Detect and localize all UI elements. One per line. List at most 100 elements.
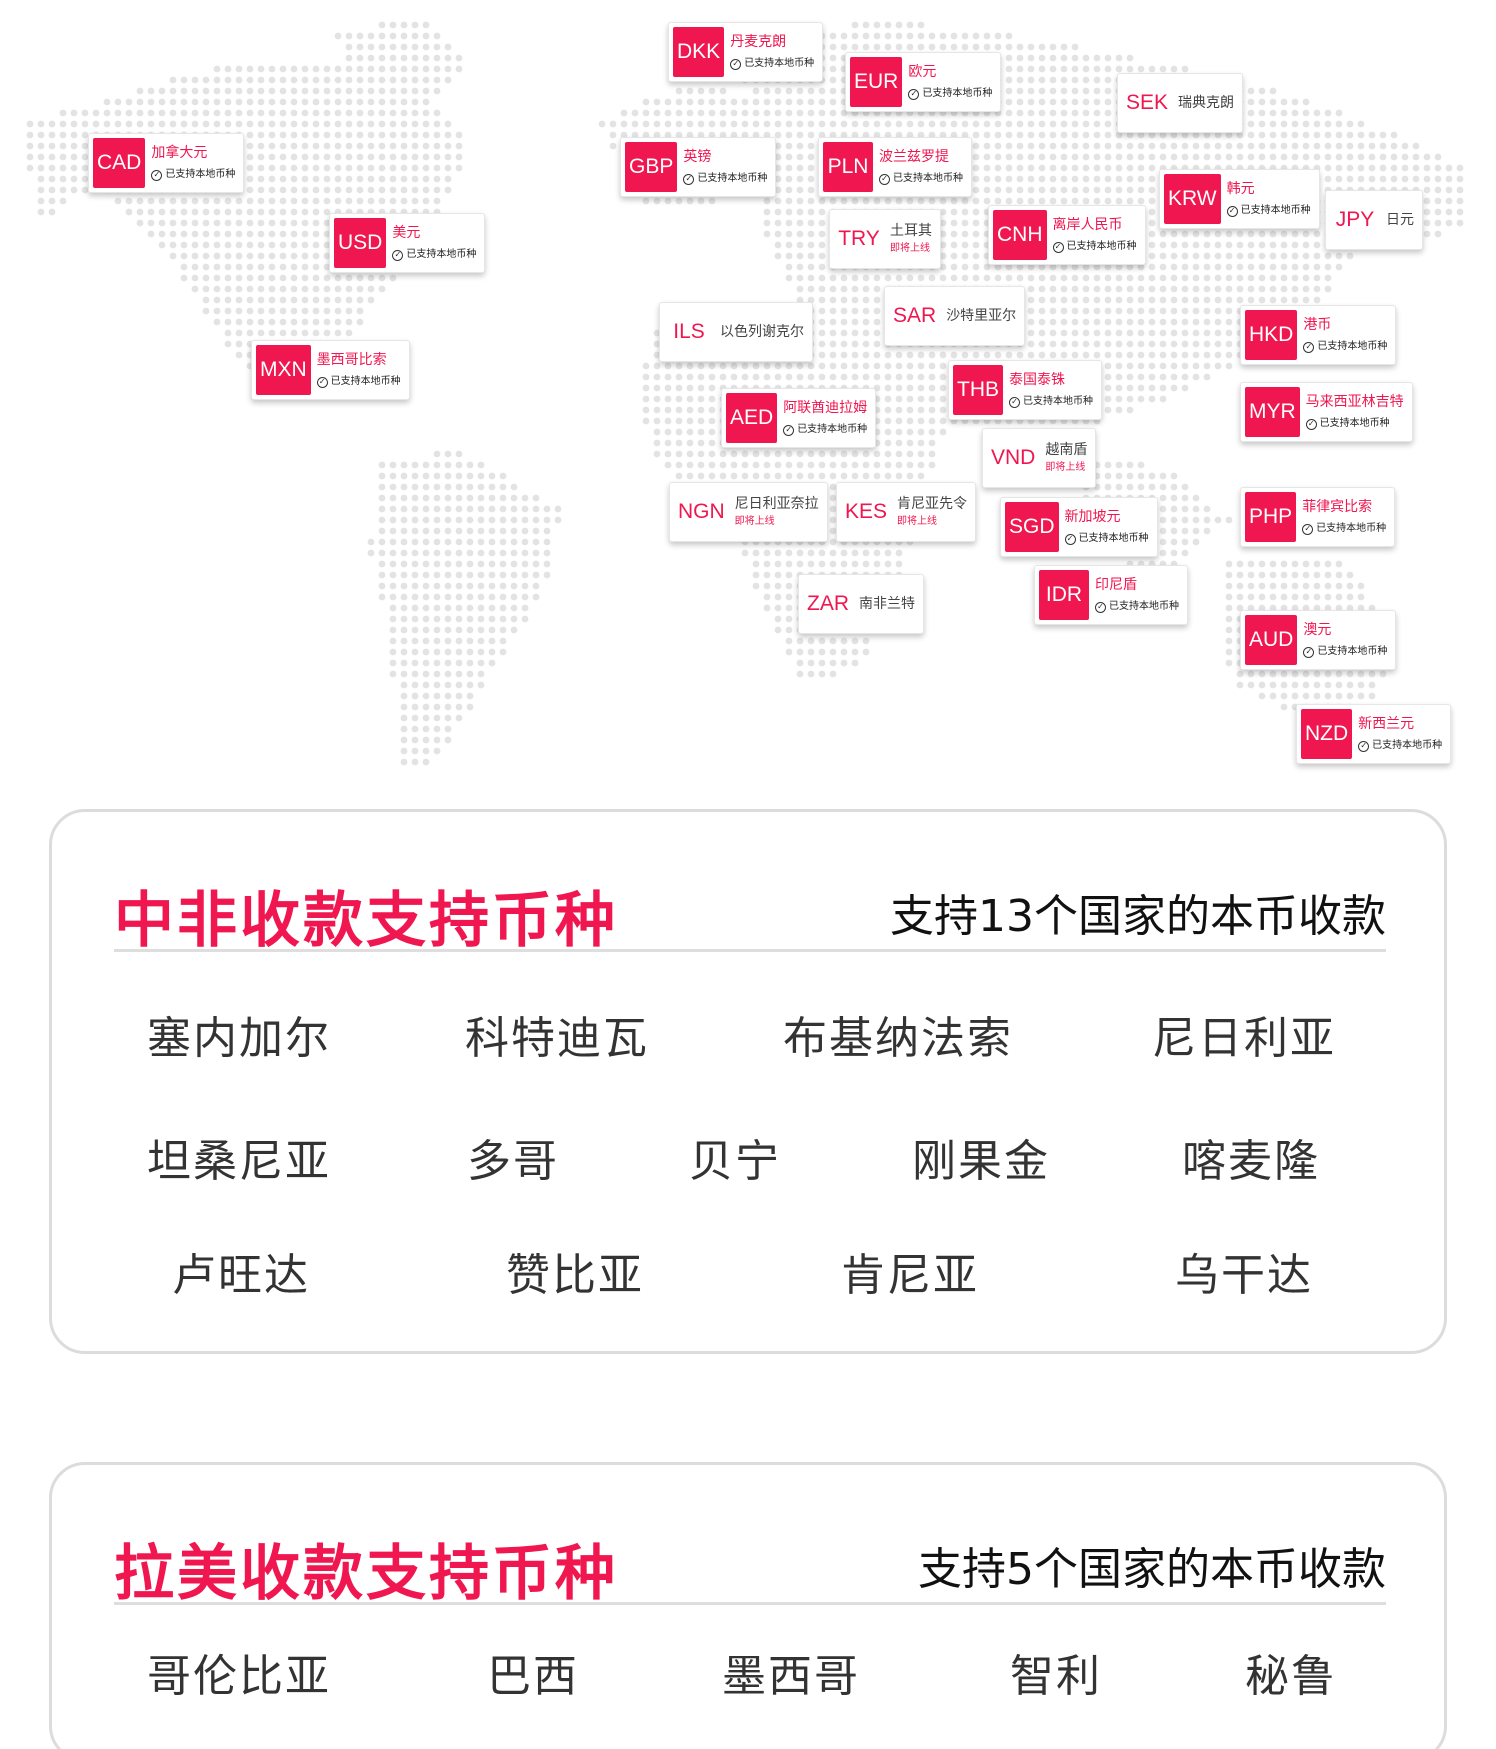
map-dot: [466, 560, 474, 568]
map-dot: [1170, 131, 1178, 139]
map-dot: [1049, 153, 1057, 161]
map-dot: [697, 109, 705, 117]
currency-tag-thb[interactable]: THB 泰国泰铢 ✓已支持本地币种: [948, 360, 1102, 420]
map-dot: [906, 120, 914, 128]
currency-tag-sgd[interactable]: SGD 新加坡元 ✓已支持本地币种: [1000, 497, 1158, 557]
currency-tag-idr[interactable]: IDR 印尼盾 ✓已支持本地币种: [1034, 565, 1188, 625]
map-dot: [785, 648, 793, 656]
currency-code: MXN: [256, 345, 311, 395]
map-dot: [1049, 186, 1057, 194]
map-dot: [466, 472, 474, 480]
map-dot: [917, 417, 925, 425]
map-dot: [444, 186, 452, 194]
map-dot: [367, 164, 375, 172]
currency-tag-ngn[interactable]: NGN 尼日利亚奈拉 即将上线: [669, 482, 828, 542]
map-dot: [334, 153, 342, 161]
currency-tag-php[interactable]: PHP 菲律宾比索 ✓已支持本地币种: [1240, 487, 1396, 547]
currency-tag-mxn[interactable]: MXN 墨西哥比索 ✓已支持本地币种: [251, 340, 410, 400]
map-dot: [334, 131, 342, 139]
africa-panel-title: 中非收款支持币种: [114, 886, 618, 956]
map-dot: [37, 142, 45, 150]
map-dot: [752, 472, 760, 480]
currency-tag-hkd[interactable]: HKD 港币 ✓已支持本地币种: [1240, 305, 1397, 365]
currency-tag-aed[interactable]: AED 阿联酋迪拉姆 ✓已支持本地币种: [721, 388, 877, 448]
currency-tag-dkk[interactable]: DKK 丹麦克朗 ✓已支持本地币种: [668, 22, 824, 82]
map-dot: [1456, 175, 1464, 183]
currency-tag-aud[interactable]: AUD 澳元 ✓已支持本地币种: [1240, 610, 1397, 670]
map-dot: [191, 263, 199, 271]
map-dot: [367, 54, 375, 62]
map-dot: [653, 395, 661, 403]
map-dot: [389, 538, 397, 546]
currency-tag-try[interactable]: TRY 土耳其 即将上线: [829, 209, 941, 269]
map-dot: [653, 197, 661, 205]
currency-tag-vnd[interactable]: VND 越南盾 即将上线: [982, 428, 1097, 488]
map-dot: [422, 32, 430, 40]
currency-tag-cad[interactable]: CAD 加拿大元 ✓已支持本地币种: [88, 133, 245, 193]
map-dot: [818, 648, 826, 656]
map-dot: [400, 76, 408, 84]
currency-tag-usd[interactable]: USD 美元 ✓已支持本地币种: [329, 213, 486, 273]
map-dot: [246, 197, 254, 205]
map-dot: [664, 120, 672, 128]
map-dot: [257, 120, 265, 128]
map-dot: [1203, 296, 1211, 304]
map-dot: [1137, 472, 1145, 480]
map-dot: [356, 274, 364, 282]
map-dot: [455, 65, 463, 73]
map-dot: [763, 109, 771, 117]
currency-tag-jpy[interactable]: JPY 日元: [1325, 190, 1423, 250]
map-dot: [807, 670, 815, 678]
map-dot: [928, 417, 936, 425]
map-dot: [1159, 527, 1167, 535]
map-dot: [400, 670, 408, 678]
map-dot: [1225, 241, 1233, 249]
currency-tag-sek[interactable]: SEK 瑞典克朗: [1117, 73, 1244, 133]
map-dot: [125, 197, 133, 205]
currency-tag-eur[interactable]: EUR 欧元 ✓已支持本地币种: [845, 52, 1002, 112]
currency-tag-myr[interactable]: MYR 马来西亚林吉特 ✓已支持本地币种: [1240, 382, 1413, 442]
currency-tag-pln[interactable]: PLN 波兰兹罗提 ✓已支持本地币种: [818, 137, 972, 197]
currency-tag-zar[interactable]: ZAR 南非兰特: [798, 574, 924, 634]
currency-tag-nzd[interactable]: NZD 新西兰元 ✓已支持本地币种: [1296, 704, 1452, 764]
map-dot: [1071, 318, 1079, 326]
map-dot: [323, 153, 331, 161]
currency-tag-kes[interactable]: KES 肯尼亚先令 即将上线: [836, 482, 977, 542]
map-dot: [246, 109, 254, 117]
map-dot: [1181, 384, 1189, 392]
map-dot: [268, 307, 276, 315]
map-dot: [917, 21, 925, 29]
map-dot: [356, 120, 364, 128]
map-dot: [444, 604, 452, 612]
map-dot: [972, 197, 980, 205]
map-dot: [1181, 362, 1189, 370]
map-dot: [521, 549, 529, 557]
map-dot: [1313, 120, 1321, 128]
map-dot: [807, 142, 815, 150]
map-dot: [1313, 582, 1321, 590]
map-dot: [1170, 307, 1178, 315]
currency-tag-gbp[interactable]: GBP 英镑 ✓已支持本地币种: [620, 137, 777, 197]
map-dot: [1269, 98, 1277, 106]
map-dot: [840, 351, 848, 359]
currency-tag-ils[interactable]: ILS 以色列谢克尔: [659, 302, 813, 362]
africa-country: 卢旺达: [172, 1250, 310, 1301]
map-dot: [983, 351, 991, 359]
currency-tag-krw[interactable]: KRW 韩元 ✓已支持本地币种: [1159, 169, 1320, 229]
check-circle-icon: ✓: [1226, 205, 1238, 217]
map-dot: [1093, 87, 1101, 95]
map-dot: [389, 153, 397, 161]
currency-tag-cnh[interactable]: CNH 离岸人民币 ✓已支持本地币种: [988, 205, 1146, 265]
map-dot: [994, 351, 1002, 359]
map-dot: [1291, 153, 1299, 161]
map-dot: [774, 186, 782, 194]
map-dot: [455, 164, 463, 172]
map-dot: [1016, 54, 1024, 62]
map-dot: [653, 329, 661, 337]
map-dot: [301, 153, 309, 161]
map-dot: [1247, 252, 1255, 260]
map-dot: [928, 373, 936, 381]
map-dot: [158, 241, 166, 249]
currency-tag-sar[interactable]: SAR 沙特里亚尔: [884, 286, 1026, 346]
map-dot: [180, 230, 188, 238]
